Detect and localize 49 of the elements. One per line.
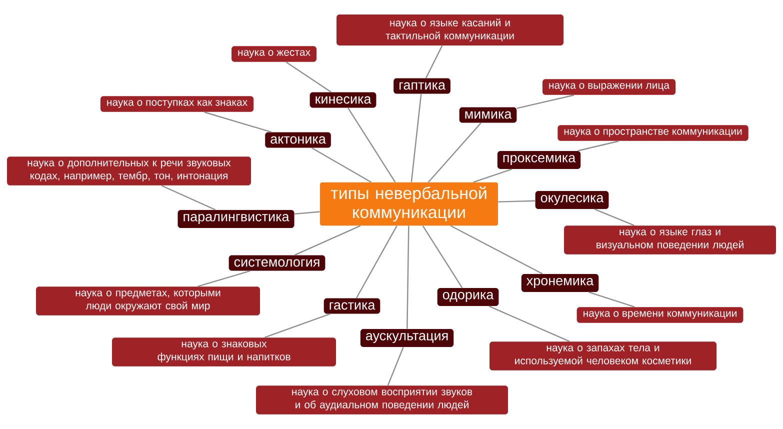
connector-line [286, 62, 332, 93]
connector-line [387, 347, 404, 386]
connector-line [406, 226, 410, 329]
connector-line [410, 94, 422, 182]
category-box: проксемика [497, 150, 581, 170]
category-box: гаптика [394, 78, 450, 94]
connector-line [161, 185, 216, 210]
connector-line [594, 208, 634, 226]
connector-line [348, 108, 396, 183]
connector-line [488, 306, 570, 342]
connector-line [450, 225, 543, 274]
connector-line [356, 225, 398, 298]
category-box: паралингвистика [178, 210, 294, 228]
connector-line [578, 140, 619, 152]
category-box: одорика [437, 288, 499, 306]
description-box: наука о предметах, которыми люди окружают свой мир [36, 286, 260, 316]
topic-box: типы невербальной коммуникации [320, 182, 498, 226]
description-box: наука о выражении лица [542, 79, 676, 95]
category-box: мимика [459, 107, 517, 123]
description-box: наука о пространстве коммуникации [558, 125, 748, 141]
category-box: окулесика [535, 190, 609, 210]
connector-line [294, 211, 320, 215]
category-box: актоника [265, 132, 331, 148]
connector-line [422, 225, 463, 288]
description-box: наука о языке глаз и визуальном поведении людей [564, 226, 776, 254]
description-box: наука о языке касаний и тактильной коммуникации [336, 14, 564, 46]
category-box: аускультация [360, 328, 454, 348]
description-box: наука о жестах [232, 46, 316, 62]
connector-line [264, 313, 330, 338]
connector-line [473, 168, 512, 183]
description-box: наука о знаковых функциях пищи и напитков [112, 338, 336, 366]
category-box: хронемика [521, 274, 599, 292]
description-box: наука о слуховом восприятии звуков и об аудиальном поведении людей [256, 386, 508, 414]
description-box: наука о дополнительных к речи звуковых кодах, например, тембр, тон, интонация [7, 156, 251, 186]
connector-line [204, 112, 272, 133]
connector-line [498, 200, 536, 202]
category-box: гастика [324, 298, 380, 314]
description-box: наука о поступках как знаках [100, 96, 254, 112]
connector-line [294, 225, 361, 256]
connector-line [516, 94, 574, 109]
connector-line [197, 270, 250, 287]
description-box: наука о времени коммуникации [576, 307, 744, 323]
description-box: наука о запахах тела и используемой человеком косметики [490, 342, 716, 370]
connector-line [588, 292, 635, 308]
connector-line [428, 122, 482, 183]
connector-line [311, 147, 372, 183]
connector-line [425, 45, 443, 78]
category-box: кинесика [310, 92, 376, 108]
category-box: системология [228, 255, 326, 271]
